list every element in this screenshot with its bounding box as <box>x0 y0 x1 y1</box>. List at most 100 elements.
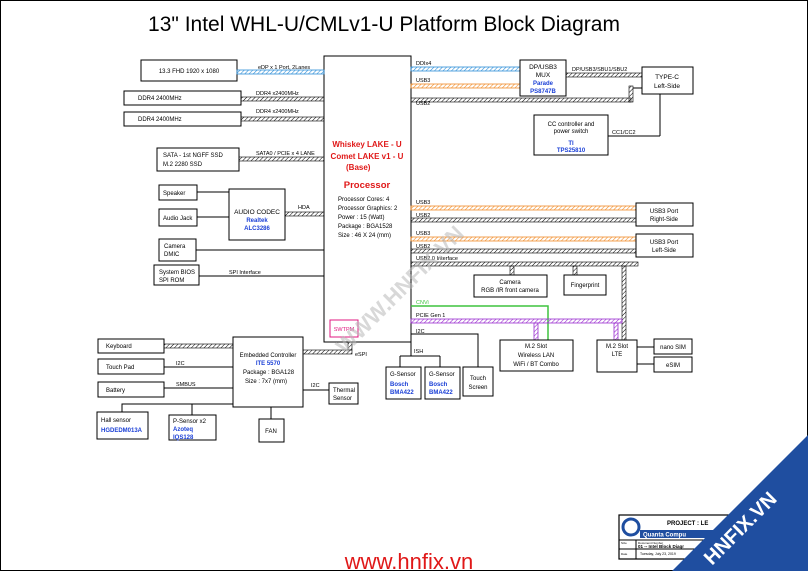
mux-part: PS8747B <box>530 89 556 95</box>
battery-block <box>97 381 165 398</box>
cnvi-label: CNVi <box>416 300 429 306</box>
ec-size: Size : 7x7 (mm) <box>245 379 287 385</box>
speaker-label: Speaker <box>163 191 185 197</box>
audio-jack-label: Audio Jack <box>163 216 193 222</box>
usb3-left-label1: USB3 Port <box>650 240 679 246</box>
esim-block <box>653 356 693 373</box>
cpu-spec3: Power : 15 (Watt) <box>338 215 384 221</box>
cnvi-bus <box>411 305 549 340</box>
cpu-line1: Whiskey LAKE - U <box>332 140 402 149</box>
wlan-label3: WiFi / BT Combo <box>513 362 559 368</box>
i2c-cpu-label: I2C <box>416 329 425 335</box>
usb3-a-bus <box>410 83 521 89</box>
typec-label1: TYPE-C <box>655 74 679 81</box>
bottom-watermark: www.hnfix.vn <box>344 549 473 571</box>
usb2-a-bus <box>410 97 632 103</box>
ddr2-label: DDR4 2400MHz <box>138 117 182 123</box>
spi-label: SPI Interface <box>229 270 261 276</box>
edp-bus <box>236 69 325 75</box>
lte-label2: LTE <box>612 352 623 358</box>
usb3-left-block <box>635 233 694 258</box>
panel-label: 13.3 FHD 1920 x 1080 <box>159 69 220 75</box>
usb3-right-label1: USB3 Port <box>650 209 679 215</box>
nano-sim-label: nano SIM <box>660 345 686 351</box>
usb20-fp-drop <box>572 265 578 276</box>
usb3-right-label2: Right-Side <box>650 217 679 223</box>
ddr-b-label: DDR4 x2400MHz <box>256 109 299 115</box>
ssd-label2: M.2 2280 SSD <box>163 162 203 168</box>
cpu-spec2: Processor Graphics: 2 <box>338 206 398 212</box>
i2c-thermal-label: I2C <box>311 383 320 389</box>
fingerprint-label: Fingerprint <box>571 283 600 289</box>
mux-vendor: Parade <box>533 81 554 87</box>
esim-label: eSIM <box>666 363 680 369</box>
keyboard-label: Keyboard <box>106 344 132 350</box>
touchpad-label: Touch Pad <box>106 365 134 371</box>
cc-label2: power switch <box>554 129 589 135</box>
gsensor2-label: G-Sensor <box>429 372 455 378</box>
ddr-b-bus <box>240 116 325 122</box>
mux-label2: MUX <box>536 72 551 79</box>
cpu-line2: Comet LAKE v1 - U <box>331 152 404 161</box>
tb-size-label: Size <box>621 541 627 545</box>
hall-label: Hall sensor <box>101 418 131 424</box>
touch-screen-block <box>462 366 494 397</box>
espi-label: eSPI <box>355 352 367 358</box>
hda-bus-label: HDA <box>298 205 310 211</box>
gsensor2-vendor: Bosch <box>429 382 448 388</box>
embedded-controller-block <box>232 336 304 408</box>
usb3-left-label2: Left-Side <box>652 248 677 254</box>
project-label: PROJECT : LE <box>667 521 708 527</box>
usb3-a-label: USB3 <box>416 78 430 84</box>
wlan-label2: Wireless LAN <box>518 353 554 359</box>
corner-watermark-badge <box>672 435 808 571</box>
tb-docnum-label: Document Number <box>638 541 663 545</box>
front-camera-label2: RGB /IR front camera <box>481 288 539 294</box>
gsensor2-block <box>424 366 461 400</box>
company-badge <box>640 530 740 538</box>
thermal-label2: Sensor <box>333 396 352 402</box>
smbus-label: SMBUS <box>176 382 196 388</box>
lte-slot-block <box>596 339 638 373</box>
pcie-wlan-drop <box>533 322 539 341</box>
ddi-bus-label: DDIx4 <box>416 61 431 67</box>
cc-part: TPS25810 <box>557 148 586 154</box>
audio-codec-block <box>228 188 286 241</box>
i2c-touch-bus <box>411 333 479 367</box>
gsensor1-label: G-Sensor <box>390 372 416 378</box>
bios-block <box>153 264 200 286</box>
ec-vendor: ITE 5570 <box>256 361 281 367</box>
audio-codec-vendor: Realtek <box>246 218 268 224</box>
touch-screen-label2: Screen <box>468 385 487 391</box>
psensor-vendor: Azoteq <box>173 427 193 433</box>
processor-block <box>323 55 412 343</box>
company-label: Quanta Compu <box>643 533 686 539</box>
ssd-label1: SATA - 1st NGFF SSD <box>163 153 223 159</box>
i2c-kb-label: I2C <box>176 361 185 367</box>
ddr1-label: DDR4 2400MHz <box>138 96 182 102</box>
sata-bus-label: SATA0 / PCIE x 4 LANE <box>256 151 315 157</box>
typec-label2: Left-Side <box>654 83 680 90</box>
hall-sensor-block <box>96 411 149 440</box>
ddi-bus <box>410 66 521 72</box>
ec-label: Embedded Controller <box>240 353 297 359</box>
keyboard-bus <box>163 343 234 349</box>
wlan-label1: M.2 Slot <box>525 344 547 350</box>
pcie-lte-drop <box>613 322 619 341</box>
pcie-bus <box>410 318 623 324</box>
sata-bus <box>238 156 325 162</box>
usb2-a-riser <box>628 85 634 103</box>
usb3-b-label: USB3 <box>416 200 430 206</box>
touch-screen-label1: Touch <box>470 376 486 382</box>
usb2-a-label: USB2 <box>416 101 430 107</box>
cc-controller-block <box>533 114 609 156</box>
gsensor1-block <box>385 366 422 400</box>
camera-dmic-label1: Camera <box>164 244 186 250</box>
usb20-lte-drop <box>621 265 627 341</box>
thermal-sensor-block <box>328 382 359 405</box>
typec-signal-label: DP/USB3/SBU1/SBU2 <box>572 67 627 73</box>
mux-label1: DP/USB3 <box>529 64 557 71</box>
cpu-line3: (Base) <box>346 163 371 172</box>
thermal-label1: Thermal <box>333 388 355 394</box>
edp-bus-label: eDP x 1 Port, 2Lanes <box>258 65 310 71</box>
